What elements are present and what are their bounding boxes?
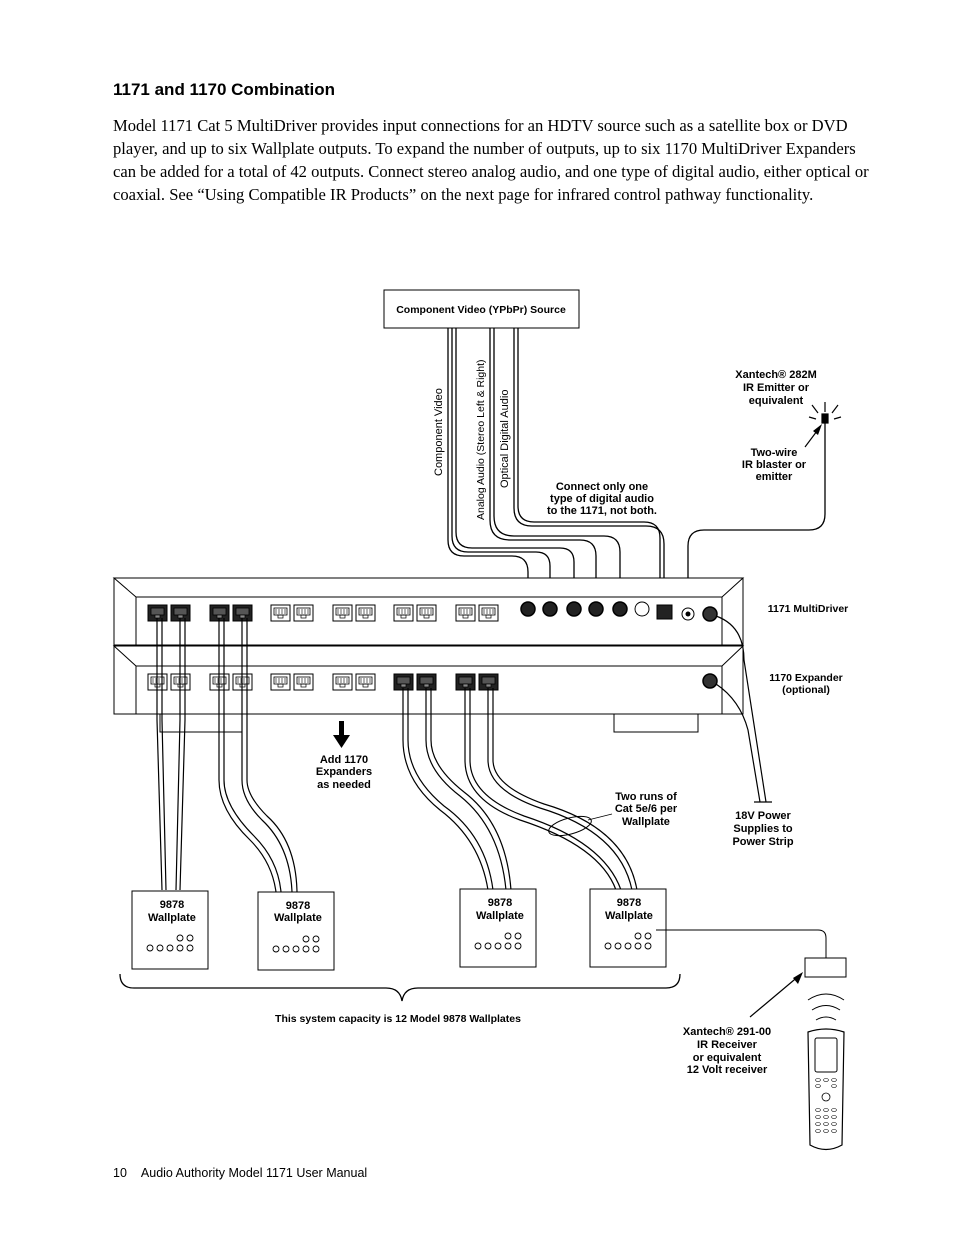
receiver-label-3: or equivalent [693, 1052, 762, 1064]
wallplate-4: 9878 Wallplate [589, 888, 667, 968]
capacity-brace [119, 973, 681, 1002]
intro-paragraph: Model 1171 Cat 5 MultiDriver provides in… [113, 116, 869, 204]
cat5-runs [156, 618, 638, 893]
power-cables [715, 615, 772, 803]
ir-emitter-icon [808, 402, 842, 424]
page-number: 10 [113, 1166, 127, 1180]
runs-label-2: Cat 5e/6 per [615, 803, 678, 815]
emitter-label-1: Xantech® 282M [735, 369, 816, 381]
svg-text:9878: 9878 [488, 897, 512, 909]
manual-title: Audio Authority Model 1171 User Manual [140, 1166, 368, 1180]
expander-ports [147, 673, 718, 691]
svg-text:9878: 9878 [286, 900, 310, 912]
svg-text:Wallplate: Wallplate [476, 910, 524, 922]
multidriver-ports [147, 601, 718, 622]
receiver-label-2: IR Receiver [697, 1039, 758, 1051]
blaster-label-1: Two-wire [751, 447, 798, 459]
ir-receiver-wire [656, 929, 827, 958]
power-label-2: Supplies to [733, 823, 793, 835]
svg-text:9878: 9878 [617, 897, 641, 909]
remote-control-icon [807, 993, 845, 1151]
section-heading: 1171 and 1170 Combination [113, 80, 336, 99]
ir-blaster-wire [687, 423, 826, 612]
blaster-label-3: emitter [756, 471, 793, 483]
expander-label-1: 1170 Expander [769, 672, 843, 684]
runs-label-3: Wallplate [622, 816, 670, 828]
svg-text:9878: 9878 [160, 899, 184, 911]
page-footer: 10 Audio Authority Model 1171 User Manual [113, 1166, 381, 1180]
digital-note-3: to the 1171, not both. [547, 505, 657, 517]
cable-pair-highlight [548, 815, 592, 837]
runs-label-1: Two runs of [615, 791, 677, 803]
receiver-label-1: Xantech® 291-00 [683, 1026, 771, 1038]
ir-receiver-box [804, 957, 847, 978]
add-label-1: Add 1170 [320, 754, 368, 766]
svg-text:Wallplate: Wallplate [274, 912, 322, 924]
power-label-3: Power Strip [732, 836, 793, 848]
add-label-2: Expanders [316, 766, 372, 778]
wallplate-1: 9878 Wallplate [131, 890, 209, 970]
expander-label-2: (optional) [782, 684, 830, 696]
cable-label-optical: Optical Digital Audio [499, 390, 511, 488]
down-arrow-icon [333, 721, 350, 748]
multidriver-label: 1171 MultiDriver [768, 603, 849, 615]
receiver-label-4: 12 Volt receiver [687, 1064, 768, 1076]
source-box [383, 289, 580, 329]
source-cables [447, 328, 665, 604]
power-label-1: 18V Power [735, 810, 791, 822]
cable-label-component: Component Video [433, 388, 445, 476]
cable-label-analog: Analog Audio (Stereo Left & Right) [475, 359, 487, 520]
svg-text:Wallplate: Wallplate [148, 912, 196, 924]
digital-note-1: Connect only one [556, 481, 648, 493]
emitter-label-3: equivalent [749, 395, 804, 407]
svg-text:Wallplate: Wallplate [605, 910, 653, 922]
source-box-label: Component Video (YPbPr) Source [396, 304, 566, 316]
blaster-label-2: IR blaster or [742, 459, 807, 471]
wallplate-2: 9878 Wallplate [257, 891, 335, 971]
wallplate-3: 9878 Wallplate [459, 888, 537, 968]
add-label-3: as needed [317, 779, 371, 791]
emitter-label-2: IR Emitter or [743, 382, 810, 394]
capacity-label: This system capacity is 12 Model 9878 Wa… [275, 1013, 521, 1025]
digital-note-2: type of digital audio [550, 493, 654, 505]
